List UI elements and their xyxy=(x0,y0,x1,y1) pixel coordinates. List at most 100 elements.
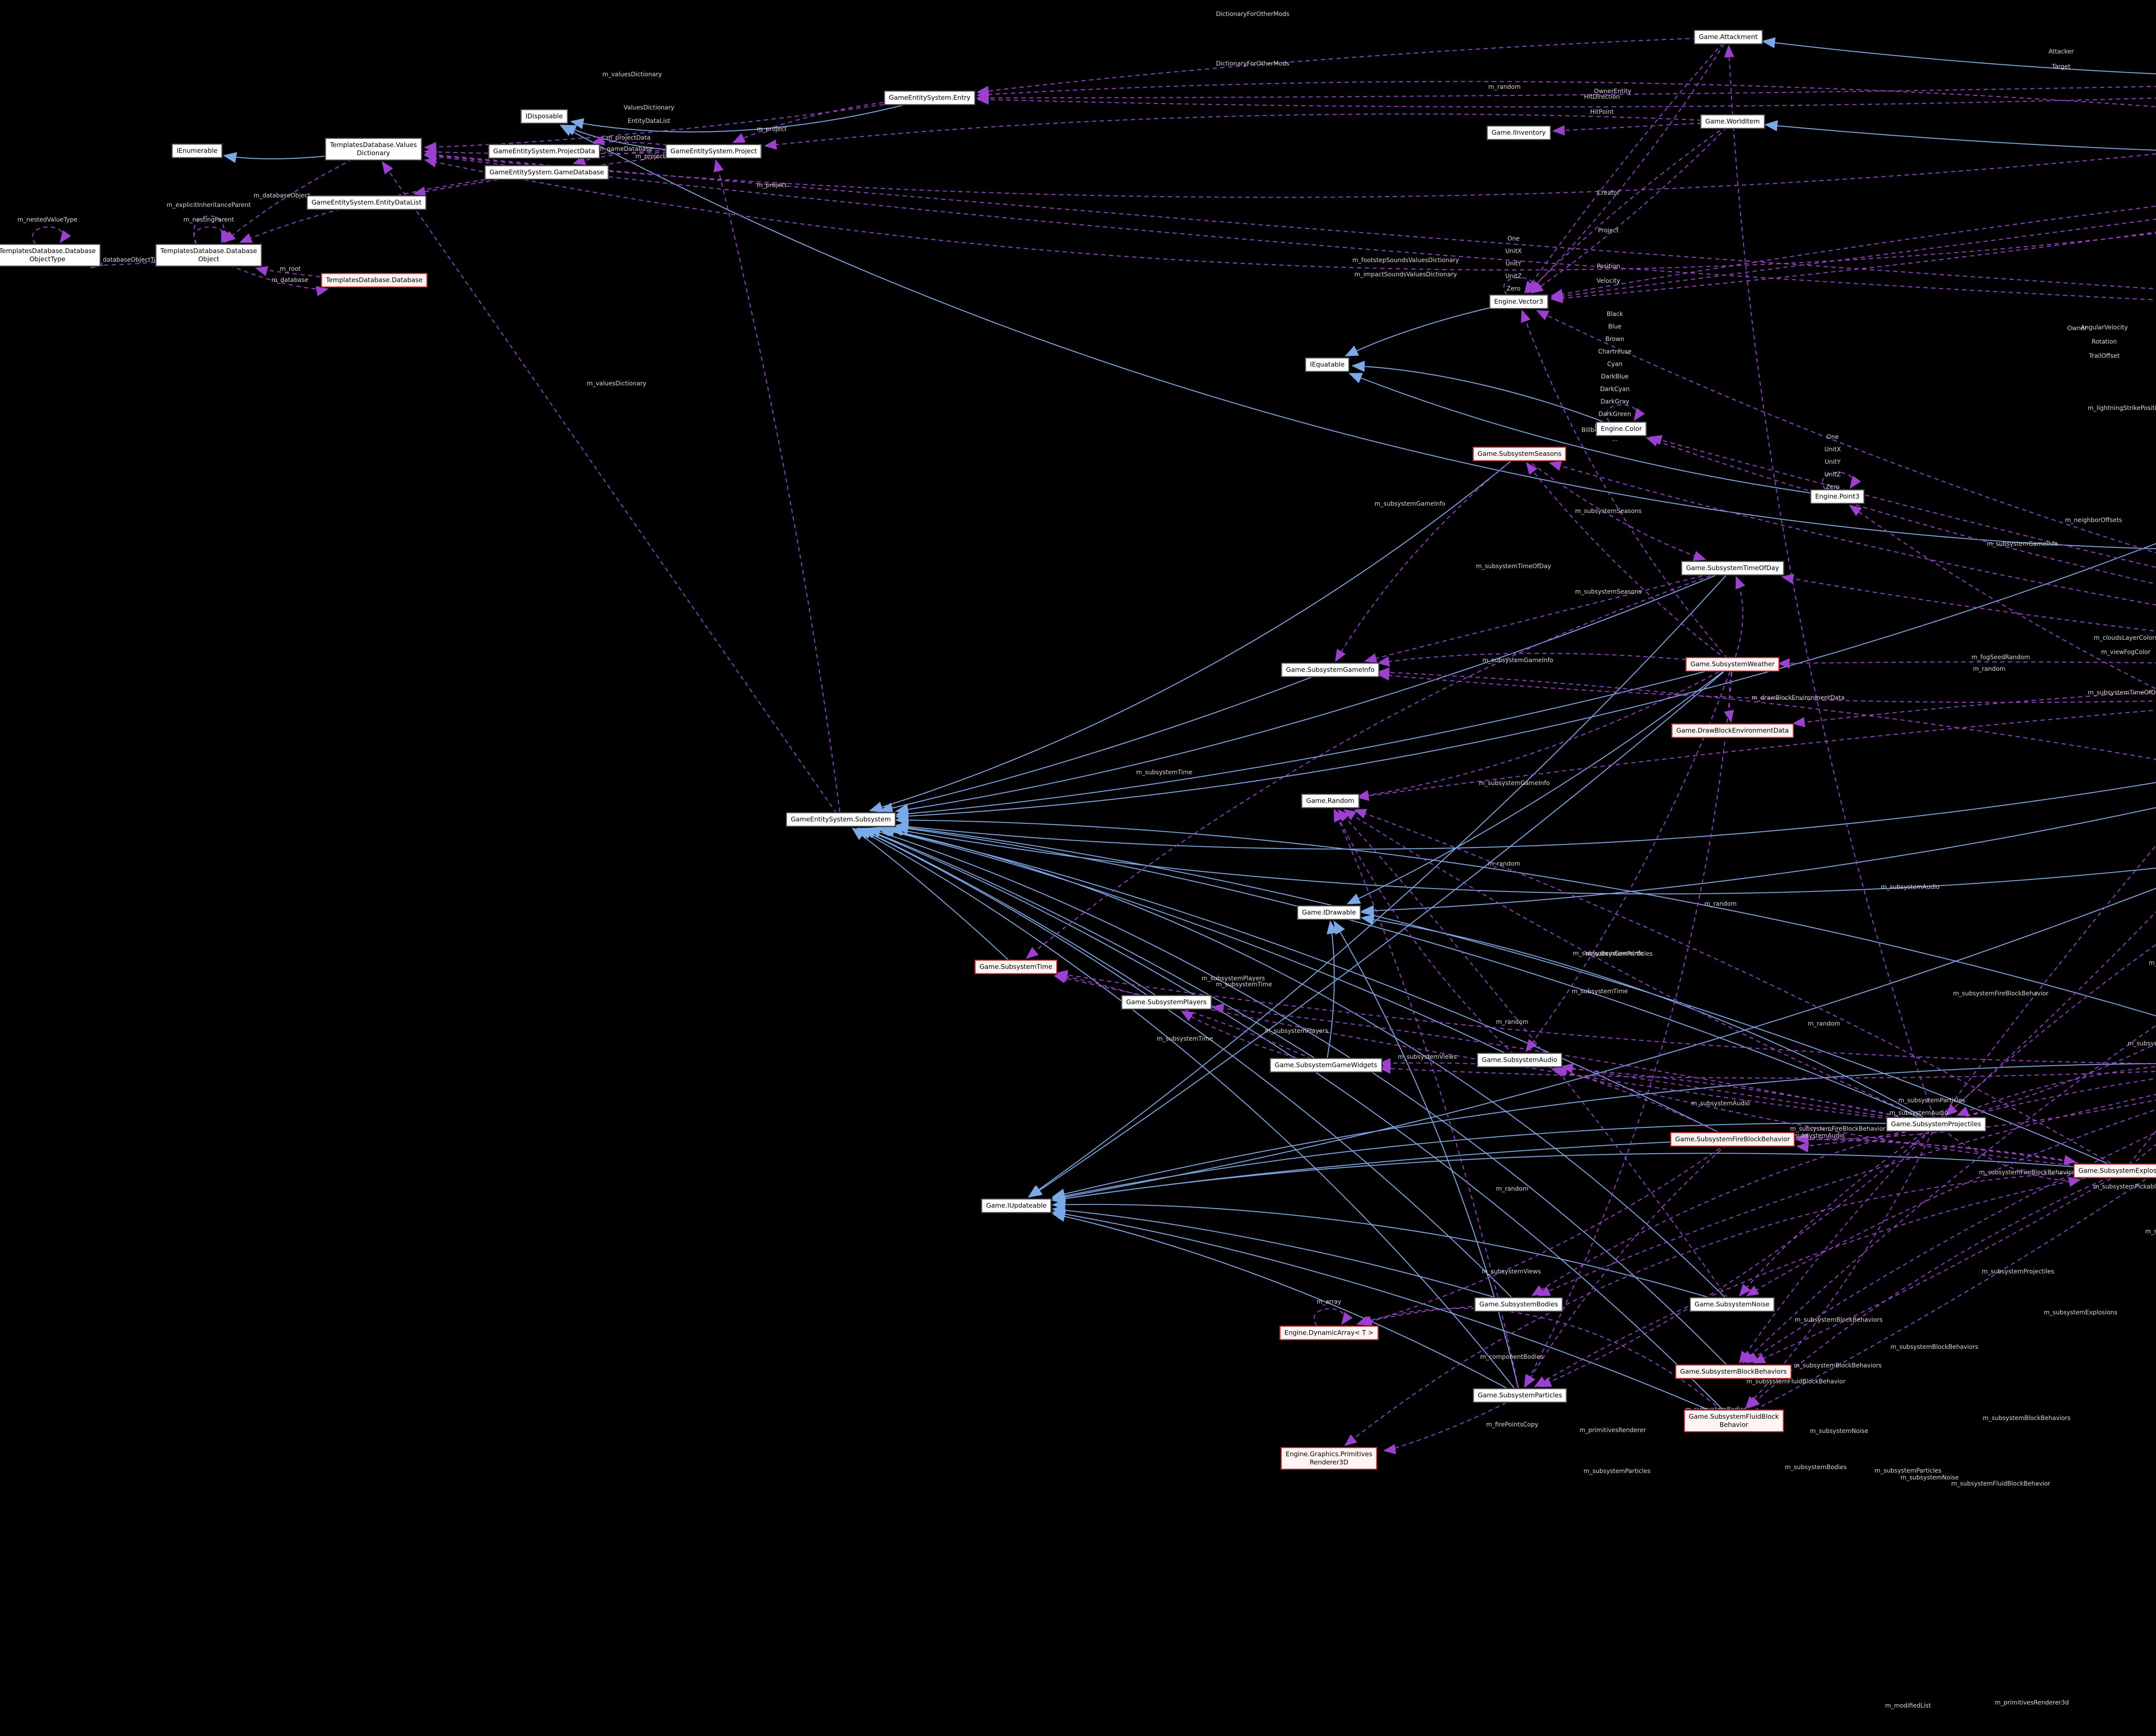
self-dependency-edge xyxy=(1313,1308,1353,1326)
dependency-edge xyxy=(1333,809,1521,1396)
inheritance-edge xyxy=(1052,888,2156,1203)
dependency-edge xyxy=(1552,121,1733,136)
dependency-edge xyxy=(382,161,841,820)
class-node-iinv[interactable]: Game.IInventory xyxy=(1487,125,1551,140)
dependency-edge xyxy=(1849,505,2156,690)
class-node-dynarr[interactable]: Engine.DynamicArray< T > xyxy=(1279,1326,1379,1340)
class-node-saudio[interactable]: Game.SubsystemAudio xyxy=(1477,1053,1562,1067)
dependency-edge xyxy=(91,254,209,269)
dependency-edge xyxy=(1356,664,1733,801)
self-dependency-edge xyxy=(1606,404,1645,422)
dependency-edge xyxy=(1519,454,1706,561)
class-node-ienum[interactable]: IEnumerable xyxy=(172,144,222,158)
class-node-seasons[interactable]: Game.SubsystemSeasons xyxy=(1473,447,1567,461)
class-node-rnd[interactable]: Game.Random xyxy=(1301,794,1359,808)
class-node-sbb[interactable]: Game.SubsystemBlockBehaviors xyxy=(1675,1364,1792,1379)
class-node-sfire[interactable]: Game.SubsystemFireBlockBehavior xyxy=(1670,1132,1795,1147)
dependency-edge xyxy=(1377,667,2156,760)
dependency-edge xyxy=(1936,845,2156,1125)
dependency-edge xyxy=(1378,1058,1937,1125)
class-node-dobj[interactable]: TemplatesDatabase.Database Object xyxy=(155,244,262,266)
class-node-iupd[interactable]: Game.IUpdateable xyxy=(981,1198,1052,1213)
dependency-edge xyxy=(1733,1172,2156,1421)
inheritance-edge xyxy=(1764,120,2156,151)
dependency-edge xyxy=(1724,664,1734,723)
dependency-edge xyxy=(1055,970,2156,1064)
inheritance-edge xyxy=(879,669,1331,813)
dependency-edge xyxy=(1359,1139,1733,1326)
class-node-sproj[interactable]: Game.SubsystemProjectiles xyxy=(1886,1117,1986,1132)
class-node-idraw[interactable]: Game.IDrawable xyxy=(1297,905,1361,920)
inheritance-edge xyxy=(1052,1208,1734,1422)
dependency-edge xyxy=(1525,664,1733,1052)
class-node-pt3[interactable]: Engine.Point3 xyxy=(1810,489,1865,504)
dependency-edge xyxy=(1561,1063,1937,1125)
class-node-ginfo[interactable]: Game.SubsystemGameInfo xyxy=(1281,663,1379,677)
inheritance-edge xyxy=(1761,37,2156,75)
self-dependency-edge xyxy=(1503,277,1542,295)
inheritance-edge xyxy=(877,826,1520,1060)
dependency-edge xyxy=(1752,1170,2125,1364)
inheritance-edge xyxy=(862,827,1326,1066)
dependency-edge xyxy=(1781,573,2156,632)
inheritance-edge xyxy=(1051,1063,2156,1200)
inheritance-edge xyxy=(1028,664,1733,1198)
class-node-snoise[interactable]: Game.SubsystemNoise xyxy=(1690,1297,1774,1312)
class-node-spart[interactable]: Game.SubsystemParticles xyxy=(1473,1388,1567,1403)
class-node-pdata[interactable]: GameEntitySystem.ProjectData xyxy=(488,144,600,159)
dependency-edge xyxy=(255,266,375,281)
dependency-edge xyxy=(1524,1139,1733,1388)
class-node-attk[interactable]: Game.Attackment xyxy=(1694,30,1763,44)
class-node-sexpl[interactable]: Game.SubsystemExplosions xyxy=(2074,1164,2156,1178)
dependency-edge xyxy=(1377,653,1733,667)
class-node-tod[interactable]: Game.SubsystemTimeOfDay xyxy=(1681,561,1784,576)
class-node-sbodies[interactable]: Game.SubsystemBodies xyxy=(1474,1297,1563,1312)
class-node-gdb[interactable]: GameEntitySystem.GameDatabase xyxy=(485,165,609,180)
self-dependency-edge xyxy=(32,226,71,244)
class-node-dbed[interactable]: Game.DrawBlockEnvironmentData xyxy=(1671,723,1794,738)
inheritance-edge xyxy=(859,828,1167,1003)
class-node-vec3[interactable]: Engine.Vector3 xyxy=(1489,294,1548,309)
dependency-edge xyxy=(1354,809,2125,1171)
class-node-idisp[interactable]: IDisposable xyxy=(520,109,568,124)
dependency-edge xyxy=(1936,944,2156,1125)
dependency-edge xyxy=(1337,809,1733,1305)
dependency-edge xyxy=(1539,1124,1937,1387)
self-dependency-edge xyxy=(193,226,232,244)
inheritance-edge xyxy=(1052,1204,1519,1305)
inheritance-edge xyxy=(881,825,1733,1305)
class-node-pr3d[interactable]: Engine.Graphics.Primitives Renderer3D xyxy=(1281,1447,1377,1470)
class-node-weather[interactable]: Game.SubsystemWeather xyxy=(1686,657,1780,672)
class-node-sfluid[interactable]: Game.SubsystemFluidBlock Behavior xyxy=(1684,1410,1784,1432)
class-node-ieq[interactable]: IEquatable xyxy=(1305,357,1350,372)
class-node-edlist[interactable]: GameEntitySystem.EntityDataList xyxy=(307,195,426,210)
dependency-edge xyxy=(223,149,374,243)
class-node-vdict[interactable]: TemplatesDatabase.Values Dictionary xyxy=(325,138,422,160)
inheritance-edge xyxy=(1347,664,1733,904)
inheritance-edge xyxy=(895,814,2156,1017)
dependency-edge xyxy=(1956,1066,2156,1116)
dependency-edge xyxy=(1747,1170,2125,1409)
dependency-edge xyxy=(1536,310,2156,554)
dependency-edge xyxy=(424,97,930,153)
dependency-edge xyxy=(1537,1094,2156,1296)
class-node-color[interactable]: Engine.Color xyxy=(1596,422,1647,436)
dependency-edge xyxy=(1526,462,1733,665)
class-node-subsys[interactable]: GameEntitySystem.Subsystem xyxy=(786,812,896,827)
class-node-swidgets[interactable]: Game.SubsystemGameWidgets xyxy=(1270,1058,1382,1073)
class-node-tdb[interactable]: TemplatesDatabase.Database xyxy=(321,273,428,288)
class-node-witem[interactable]: Game.WorldItem xyxy=(1700,114,1765,129)
class-node-dotype[interactable]: TemplatesDatabase.Database ObjectType xyxy=(0,244,101,266)
class-node-proj[interactable]: GameEntitySystem.Project xyxy=(665,144,762,159)
dependency-edge xyxy=(1796,1099,2156,1145)
dependency-edge xyxy=(1181,1010,1326,1066)
class-node-stime[interactable]: Game.SubsystemTime xyxy=(975,960,1057,974)
dependency-edge xyxy=(1724,45,1937,1125)
class-node-splayers[interactable]: Game.SubsystemPlayers xyxy=(1121,995,1212,1010)
dependency-edge xyxy=(208,255,329,297)
dependency-edge xyxy=(2124,1163,2156,1172)
class-node-entry[interactable]: GameEntitySystem.Entry xyxy=(884,91,975,105)
dependency-edge xyxy=(1936,1043,2156,1125)
